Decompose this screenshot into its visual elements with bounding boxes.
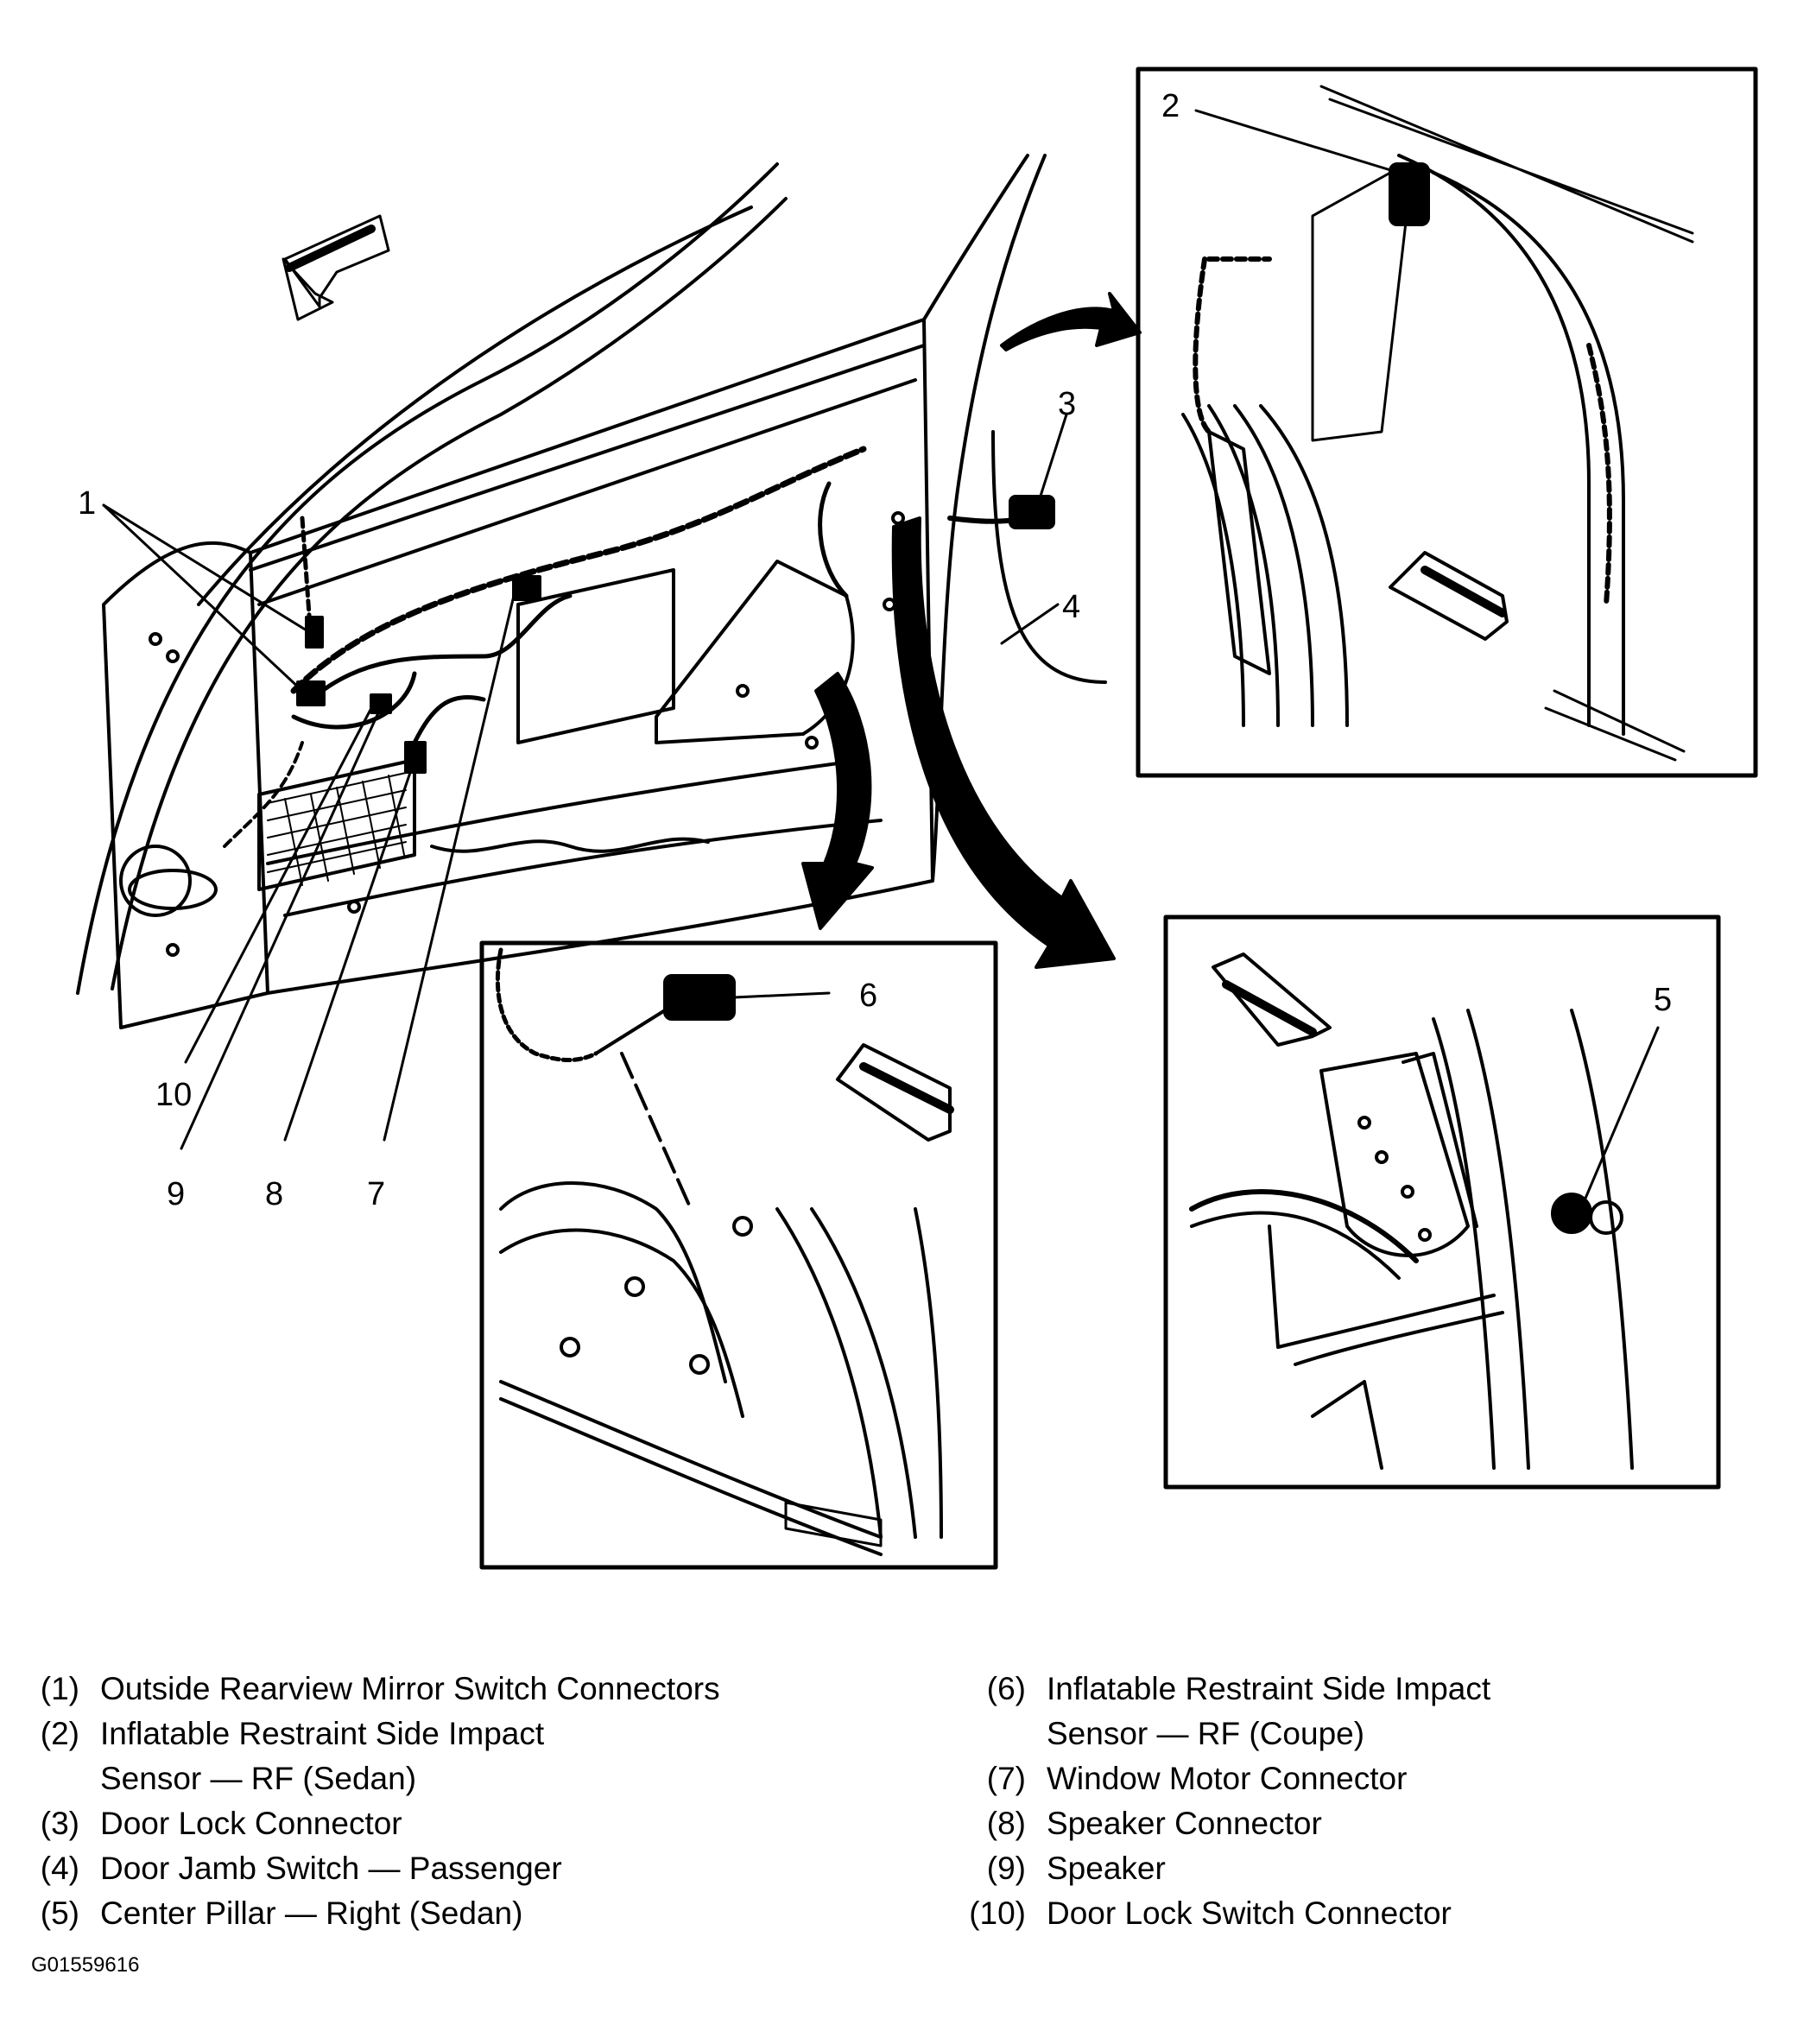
- legend-number: (1): [40, 1671, 79, 1706]
- legend-item: (8) Speaker Connector: [957, 1801, 1490, 1846]
- callout-4: 4: [1062, 589, 1080, 625]
- legend-text: Outside Rearview Mirror Switch Connector…: [100, 1671, 720, 1706]
- legend-right: (6) Inflatable Restraint Side Impact Sen…: [957, 1667, 1490, 1936]
- legend-left: (1) Outside Rearview Mirror Switch Conne…: [28, 1667, 720, 1936]
- legend-item: (1) Outside Rearview Mirror Switch Conne…: [28, 1667, 720, 1712]
- callout-8: 8: [265, 1176, 283, 1212]
- direction-arrow-icon: [1389, 551, 1509, 641]
- legend-text: Speaker Connector: [1047, 1806, 1322, 1841]
- legend-text: Window Motor Connector: [1047, 1761, 1408, 1796]
- legend-text: Speaker: [1047, 1851, 1166, 1886]
- callout-6: 6: [859, 978, 877, 1014]
- callout-10: 10: [155, 1077, 192, 1113]
- legend-item: (3) Door Lock Connector: [28, 1801, 720, 1846]
- legend-text: Door Lock Switch Connector: [1047, 1895, 1452, 1931]
- legend-number: (5): [40, 1895, 79, 1931]
- curved-arrow-icon: [801, 672, 874, 930]
- callout-1: 1: [78, 485, 96, 522]
- callout-2: 2: [1161, 88, 1180, 124]
- legend-number: (4): [40, 1851, 79, 1886]
- legend-text: Door Jamb Switch — Passenger: [100, 1851, 562, 1886]
- legend-item: (10) Door Lock Switch Connector: [957, 1891, 1490, 1936]
- legend-number: (2): [40, 1716, 79, 1751]
- legend-item: (9) Speaker: [957, 1846, 1490, 1891]
- legend-item: (7) Window Motor Connector: [957, 1756, 1490, 1801]
- direction-arrow-icon: [1212, 952, 1332, 1047]
- callout-5: 5: [1654, 982, 1672, 1018]
- legend-number: (8): [986, 1806, 1026, 1841]
- legend-number: (7): [986, 1761, 1026, 1796]
- legend-number: (10): [969, 1895, 1026, 1931]
- curved-arrow-icon: [891, 516, 1116, 969]
- direction-arrow-icon: [836, 1043, 952, 1142]
- legend-text: Sensor — RF (Coupe): [1047, 1716, 1365, 1751]
- direction-arrow-icon: [283, 214, 390, 308]
- legend-text: Inflatable Restraint Side Impact: [1047, 1671, 1491, 1706]
- legend-number: (3): [40, 1806, 79, 1841]
- inset-sedan-sensor: [1136, 66, 1758, 778]
- curved-arrow-icon: [1000, 292, 1142, 351]
- callout-7: 7: [367, 1176, 385, 1212]
- legend-text: Center Pillar — Right (Sedan): [100, 1895, 523, 1931]
- callout-numbers: 1 2 3 4 5 6 7 8 9 10: [78, 88, 1672, 1212]
- inset-coupe-sensor: [479, 940, 998, 1570]
- leader-lines: [102, 109, 1660, 1202]
- legend-text: Sensor — RF (Sedan): [100, 1761, 417, 1796]
- door-illustration: [76, 154, 1107, 1029]
- legend-text: Door Lock Connector: [100, 1806, 402, 1841]
- legend-item: (2) Inflatable Restraint Side Impact Sen…: [28, 1712, 720, 1801]
- legend-text: Inflatable Restraint Side Impact: [100, 1716, 545, 1751]
- door-wiring-diagram: 1 2 3 4 5 6 7 8 9 10: [76, 66, 1758, 1570]
- callout-9: 9: [167, 1176, 185, 1212]
- figure-id: G01559616: [31, 1953, 140, 1977]
- inset-center-pillar: [1163, 914, 1721, 1490]
- legend-number: (9): [986, 1851, 1026, 1886]
- legend-item: (5) Center Pillar — Right (Sedan): [28, 1891, 720, 1936]
- legend-item: (4) Door Jamb Switch — Passenger: [28, 1846, 720, 1891]
- callout-3: 3: [1058, 386, 1076, 422]
- legend-item: (6) Inflatable Restraint Side Impact Sen…: [957, 1667, 1490, 1756]
- legend-number: (6): [986, 1671, 1026, 1706]
